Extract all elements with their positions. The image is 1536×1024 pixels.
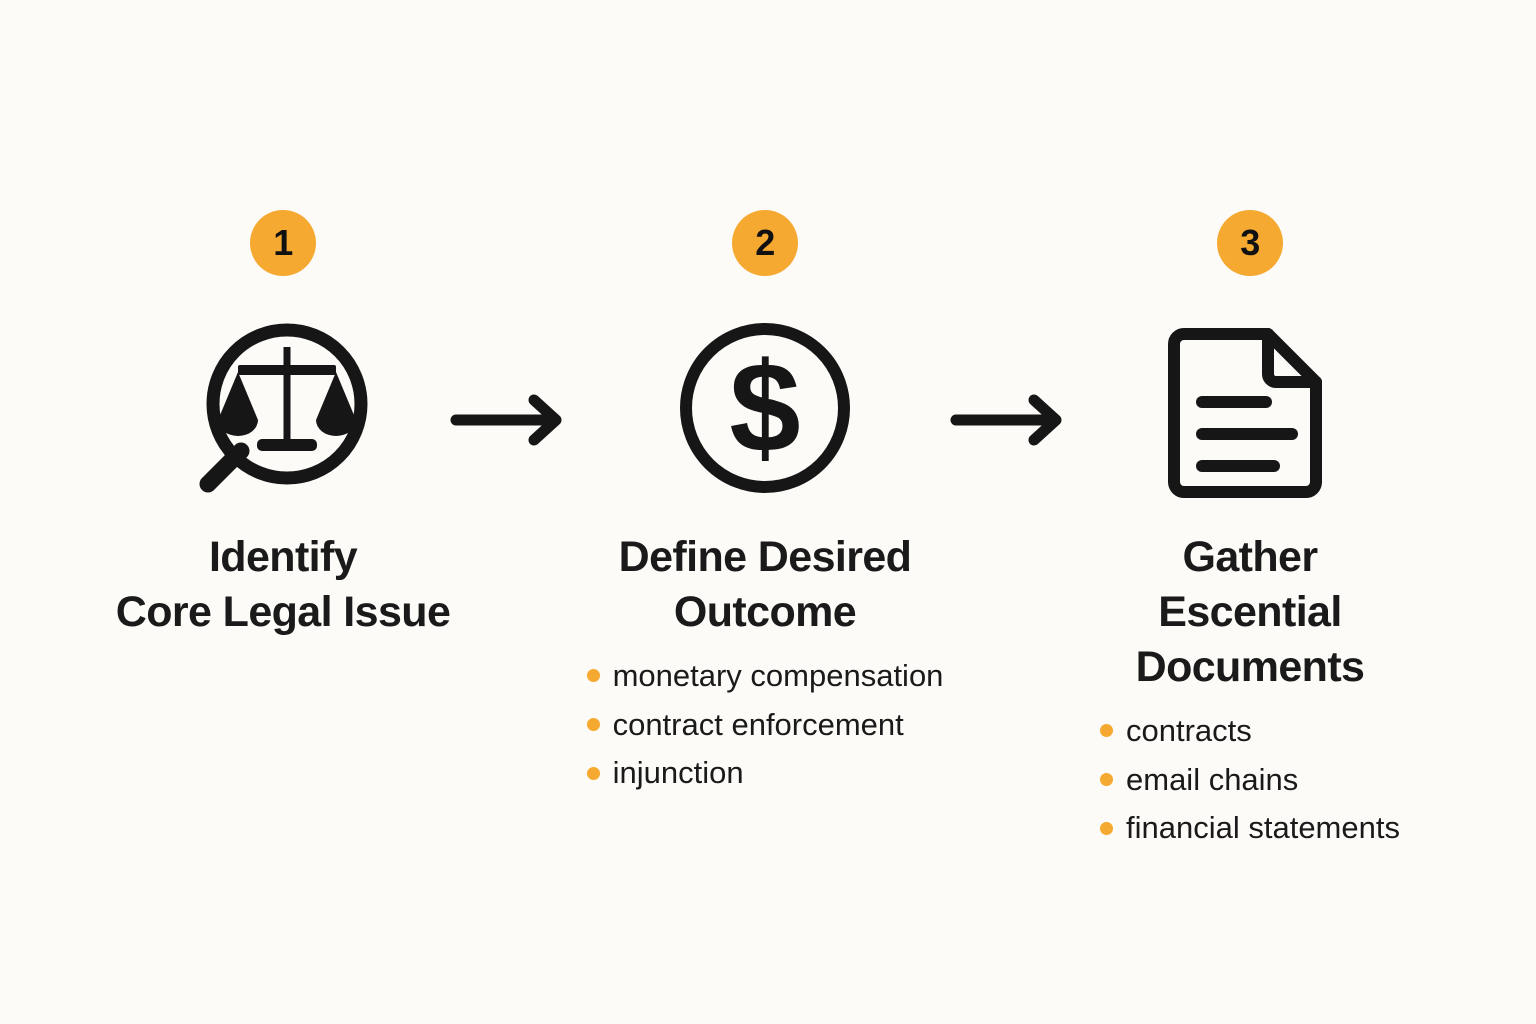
step-2-bullet-list: monetary compensation contract enforcemen… [586, 656, 944, 793]
list-item: contract enforcement [586, 705, 904, 745]
dollar-circle-icon: $ [667, 308, 863, 508]
svg-text:$: $ [729, 337, 800, 480]
bullet-dot-icon [586, 718, 600, 732]
magnifier-scales-of-justice-icon [185, 308, 381, 508]
bullet-label: financial statements [1126, 810, 1400, 846]
step-3-bullet-list: contracts email chains financial statement… [1100, 711, 1400, 848]
bullet-label: contract enforcement [612, 706, 904, 742]
step-3-gather-escential-documents: 3 Gather Escential Documents contracts em… [1030, 210, 1470, 848]
bullet-label: injunction [612, 755, 744, 791]
bullet-dot-icon [1100, 724, 1113, 738]
bullet-dot-icon [586, 669, 600, 683]
document-lines-icon [1152, 308, 1348, 508]
list-item: monetary compensation [586, 656, 944, 696]
step-1-identify-core-legal-issue: 1 Identify Core Legal Issu [63, 210, 503, 656]
bullet-dot-icon [1100, 821, 1113, 835]
step-2-heading: Define Desired Outcome [618, 533, 912, 637]
step-number-badge-1: 1 [250, 210, 316, 276]
list-item: injunction [586, 753, 744, 793]
step-1-heading: Identify Core Legal Issue [115, 533, 451, 637]
step-3-heading: Gather Escential Documents [1135, 533, 1365, 692]
bullet-dot-icon [1100, 773, 1113, 787]
arrow-right-icon [450, 392, 570, 448]
step-number-badge-2: 2 [732, 210, 798, 276]
bullet-label: contracts [1126, 713, 1252, 749]
list-item: financial statements [1100, 808, 1400, 848]
bullet-label: email chains [1126, 761, 1299, 797]
step-2-define-desired-outcome: 2 $ Define Desired Outcome monetary comp… [545, 210, 985, 793]
bullet-dot-icon [586, 766, 600, 780]
bullet-label: monetary compensation [612, 658, 944, 694]
step-number-badge-3: 3 [1217, 210, 1283, 276]
list-item: email chains [1100, 760, 1298, 800]
list-item: contracts [1100, 711, 1252, 751]
arrow-right-icon [950, 392, 1070, 448]
